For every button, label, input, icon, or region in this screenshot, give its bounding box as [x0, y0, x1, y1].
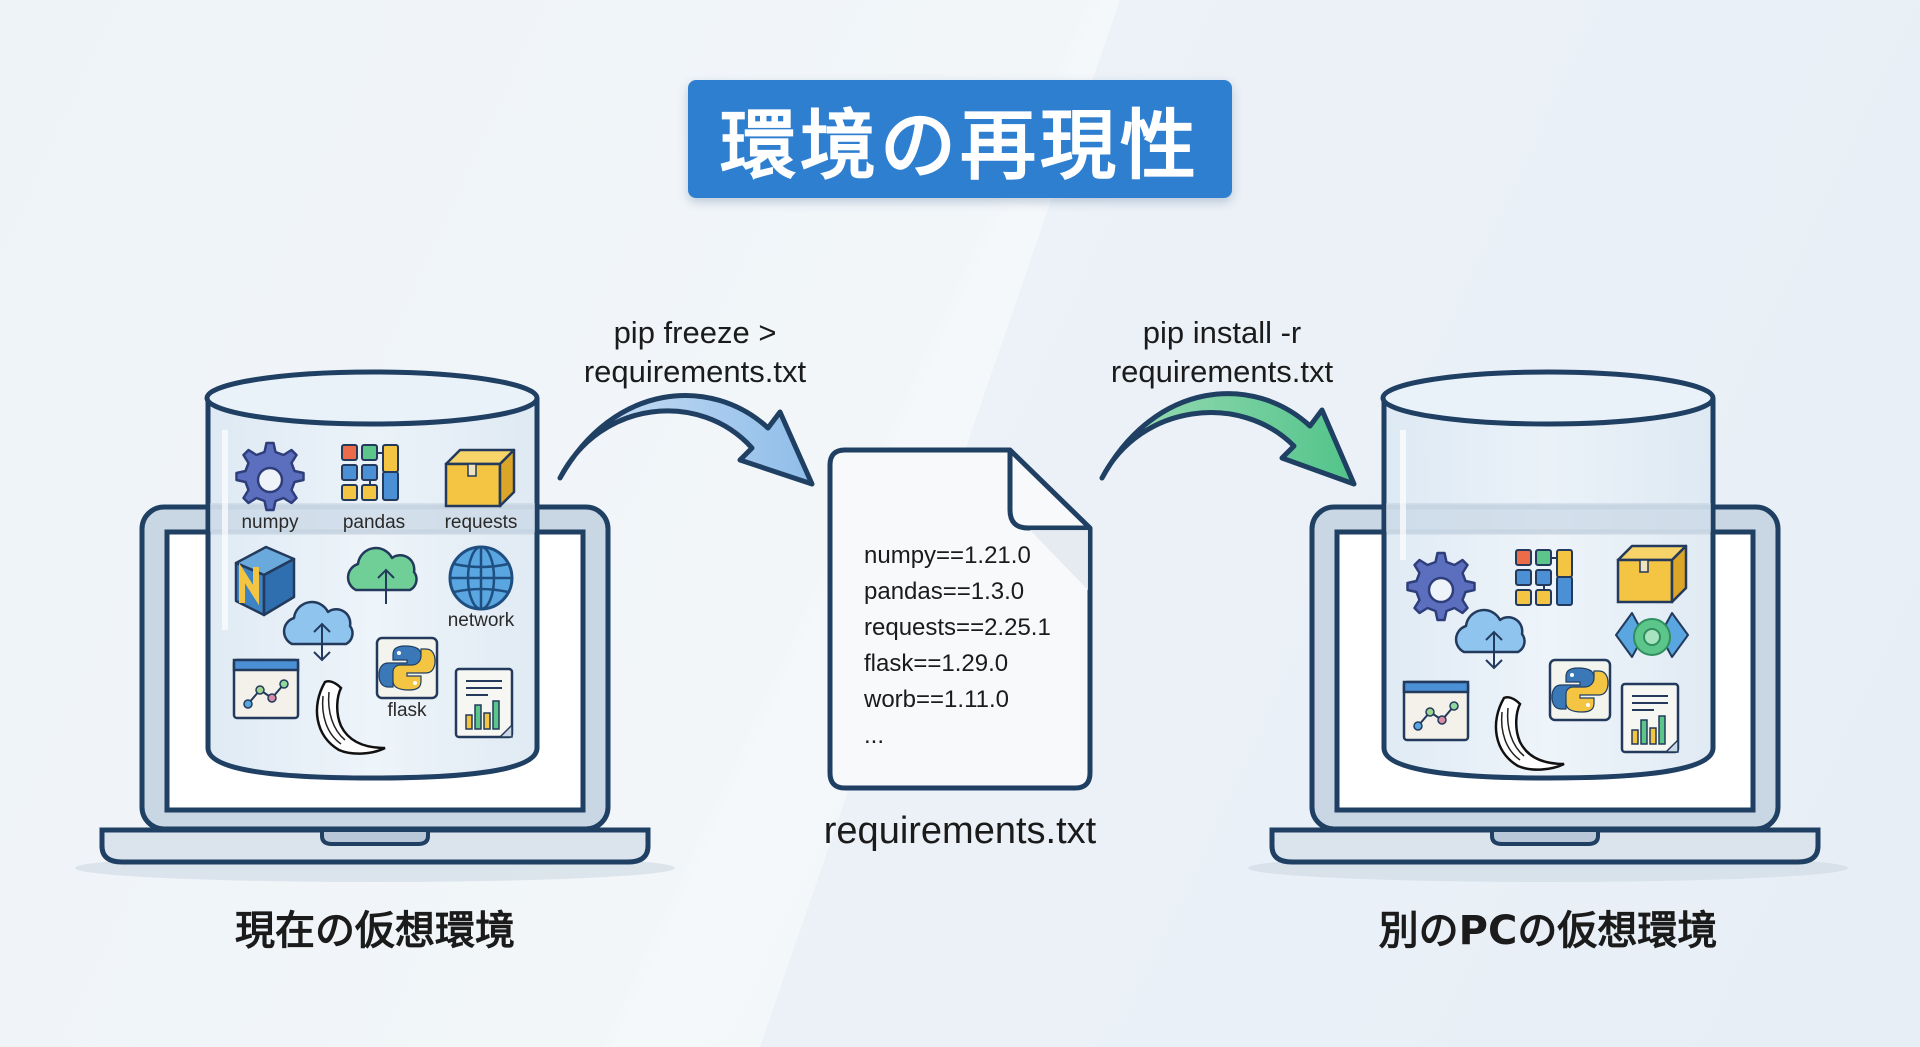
target-env-label: 別のPCの仮想環境 — [1378, 908, 1718, 954]
source-env-label: 現在の仮想環境 — [235, 908, 515, 954]
requirement-line: worb==1.11.0 — [864, 686, 1009, 713]
install-command-line2: requirements.txt — [1110, 354, 1334, 389]
package-label-flask: flask — [387, 700, 427, 721]
package-box-icon — [444, 448, 516, 508]
requirement-line: flask==1.29.0 — [864, 650, 1009, 677]
requirements-file-label: requirements.txt — [823, 810, 1097, 852]
requirement-line: ... — [864, 722, 885, 749]
requirements-document — [827, 447, 1093, 791]
globe-icon — [448, 545, 514, 611]
install-command-label: pip install -r requirements.txt — [1062, 313, 1382, 391]
install-command-line1: pip install -r — [1142, 315, 1302, 350]
page-title: 環境の再現性 — [720, 101, 1200, 190]
freeze-arrow — [557, 393, 815, 487]
line-chart-window-icon — [232, 658, 300, 720]
grid-blocks-icon — [1515, 549, 1573, 606]
package-box-icon — [1616, 544, 1688, 604]
bar-chart-report-icon — [454, 667, 514, 739]
package-label-numpy: numpy — [241, 512, 299, 533]
requirement-line: requests==2.25.1 — [864, 614, 1051, 641]
gear-icon — [235, 441, 305, 512]
freeze-command-line2: requirements.txt — [583, 354, 807, 389]
freeze-command-line1: pip freeze > — [613, 315, 777, 350]
grid-blocks-icon — [341, 444, 399, 501]
requirement-line: numpy==1.21.0 — [864, 542, 1031, 569]
gear-icon — [1406, 551, 1476, 622]
bar-chart-report-icon — [1620, 682, 1680, 754]
package-label-pandas: pandas — [342, 512, 406, 533]
package-label-network: network — [447, 610, 515, 631]
line-chart-window-icon — [1402, 680, 1470, 742]
python-logo-icon — [1548, 658, 1612, 722]
requirements-content: numpy==1.21.0 pandas==1.3.0 requests==2.… — [864, 538, 1051, 754]
install-arrow — [1099, 391, 1357, 487]
package-label-requests: requests — [444, 512, 518, 533]
freeze-command-label: pip freeze > requirements.txt — [535, 313, 855, 391]
network-sync-icon — [1615, 612, 1689, 658]
title-banner: 環境の再現性 — [688, 80, 1232, 198]
requirement-line: pandas==1.3.0 — [864, 578, 1025, 605]
python-logo-icon — [375, 636, 439, 700]
